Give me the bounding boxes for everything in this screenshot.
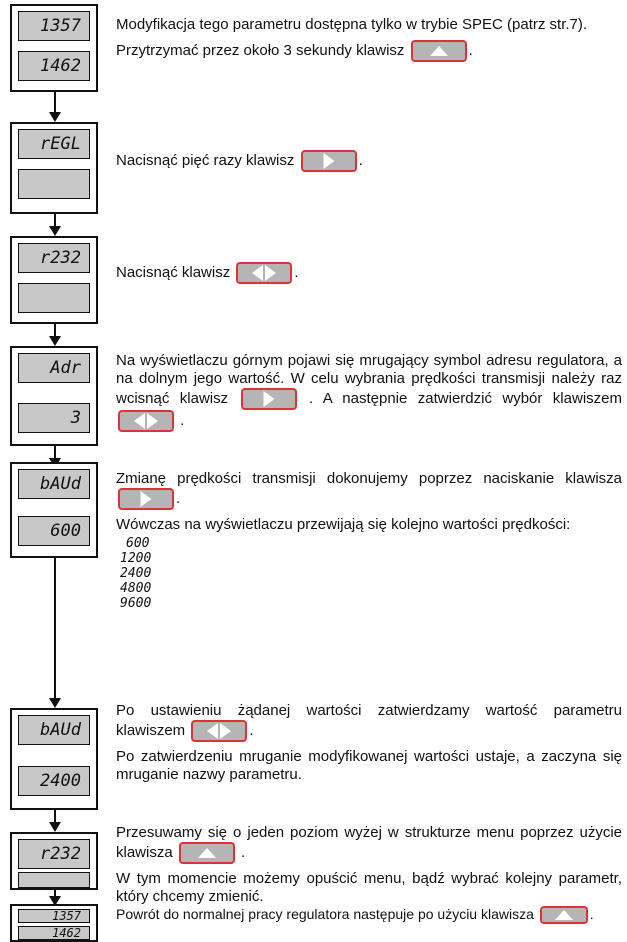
display-upper: r232: [18, 839, 90, 869]
display-lower: 1462: [18, 926, 90, 940]
display-upper: 1357: [18, 11, 90, 41]
up-key-icon: [178, 842, 235, 864]
step-6-confirm-desc: Po zatwierdzeniu mruganie modyfikowanej …: [116, 748, 622, 783]
speed-value: 2400: [120, 566, 152, 581]
speed-value: 9600: [120, 596, 152, 611]
step-6-text: Po ustawieniu żądanej wartości zatwierdz…: [116, 702, 622, 783]
display-upper: r232: [18, 243, 90, 273]
step-5-scroll-desc: Wówczas na wyświetlaczu przewijają się k…: [116, 516, 571, 533]
display-1: 1357 1462: [10, 4, 98, 92]
speed-list: 600 1200 2400 4800 9600: [120, 536, 151, 611]
display-6: bAUd 2400: [10, 708, 98, 810]
arrow-down-icon: [49, 822, 61, 832]
step-8-text: Powrót do normalnej pracy regulatora nas…: [116, 906, 622, 930]
connector: [54, 92, 56, 112]
display-upper: Adr: [18, 353, 90, 383]
display-lower: 600: [18, 516, 90, 546]
step-5-text: Zmianę prędkości transmisji dokonujemy p…: [116, 470, 622, 533]
display-8: 1357 1462: [10, 904, 98, 942]
arrow-down-icon: [49, 336, 61, 346]
up-key-icon: [410, 40, 467, 62]
step-3-text: Nacisnąć klawisz .: [116, 262, 622, 290]
display-upper: 1357: [18, 909, 90, 923]
right-key-icon: [240, 388, 297, 410]
display-3: r232: [10, 236, 98, 324]
left-right-key-icon: [118, 410, 174, 432]
display-7b: r232: [10, 832, 98, 890]
step-1-text: Modyfikacja tego parametru dostępna tylk…: [116, 16, 622, 68]
display-upper: bAUd: [18, 469, 90, 499]
step-2-text: Nacisnąć pięć razy klawisz .: [116, 150, 622, 178]
speed-value: 1200: [120, 551, 152, 566]
arrow-down-icon: [49, 698, 61, 708]
up-key-icon: [539, 906, 588, 925]
left-right-key-icon: [236, 262, 293, 284]
right-key-icon: [300, 150, 357, 172]
display-lower: 2400: [18, 766, 90, 796]
arrow-down-icon: [49, 896, 61, 906]
connector: [54, 810, 56, 822]
display-lower: [18, 872, 90, 888]
arrow-down-icon: [49, 112, 61, 122]
step-7-exit-desc: W tym momencie możemy opuścić menu, bądź…: [116, 870, 622, 905]
display-lower: [18, 169, 90, 199]
speed-value: 600: [126, 536, 150, 551]
step-1-desc: Modyfikacja tego parametru dostępna tylk…: [116, 16, 588, 33]
connector: [54, 558, 56, 698]
display-upper: bAUd: [18, 715, 90, 745]
display-upper: rEGL: [18, 129, 90, 159]
display-2: rEGL: [10, 122, 98, 214]
step-7-text: Przesuwamy się o jeden poziom wyżej w st…: [116, 824, 622, 905]
display-5: bAUd 600: [10, 462, 98, 558]
connector: [54, 214, 56, 226]
display-lower: 1462: [18, 51, 90, 81]
display-lower: [18, 283, 90, 313]
display-4: Adr 3: [10, 346, 98, 446]
speed-value: 4800: [120, 581, 152, 596]
connector: [54, 324, 56, 336]
right-key-icon: [118, 488, 174, 510]
connector: [54, 446, 56, 458]
step-4-text: Na wyświetlaczu górnym pojawi się mrugaj…: [116, 352, 622, 438]
step-1-instruction: Przytrzymać przez około 3 sekundy klawis…: [116, 40, 622, 62]
display-lower: 3: [18, 403, 90, 433]
arrow-down-icon: [49, 226, 61, 236]
left-right-key-icon: [191, 720, 248, 742]
connector: [54, 890, 56, 896]
